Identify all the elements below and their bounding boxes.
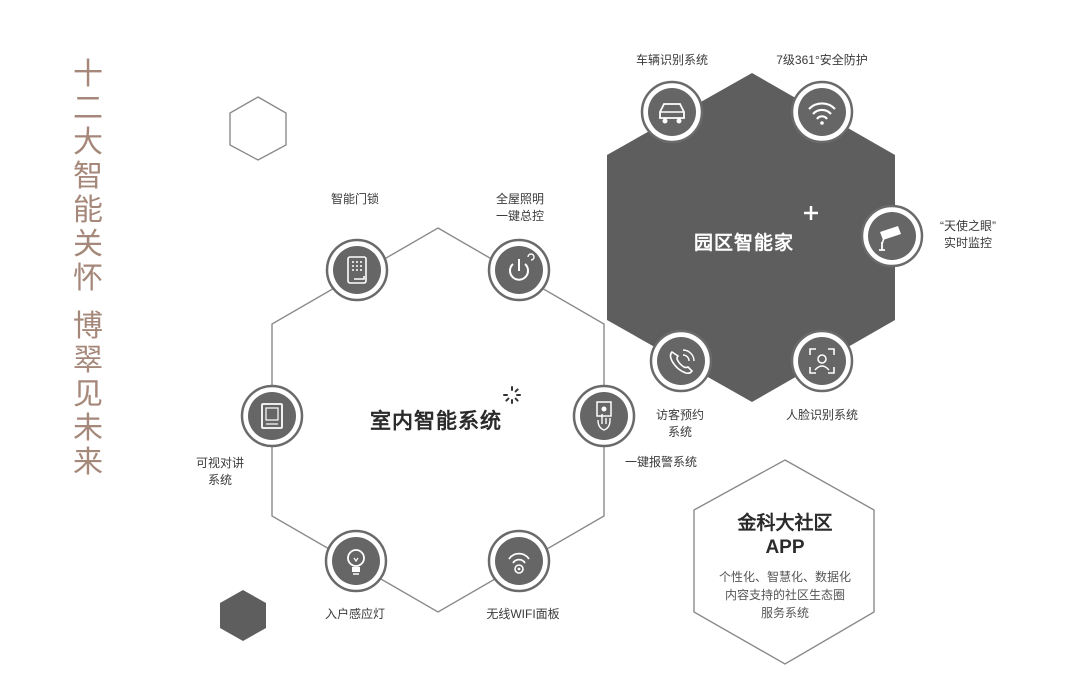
lightbulb-icon[interactable] — [324, 529, 388, 593]
app-title-line1: 金科大社区 — [737, 513, 833, 534]
keypad-lock-icon[interactable] — [325, 238, 389, 302]
label-angel-eye-line1: “天使之眼” — [940, 219, 996, 233]
label-entry-light: 入户感应灯 — [324, 607, 385, 621]
label-angel-eye-line2: 实时监控 — [943, 236, 992, 250]
wifi-panel-icon[interactable] — [487, 529, 551, 593]
app-description: 个性化、智慧化、数据化 内容支持的社区生态圈 服务系统 — [705, 568, 865, 622]
decor-hex-outline — [229, 96, 287, 161]
decor-hex-solid — [220, 590, 266, 641]
app-title: 金科大社区 APP — [705, 512, 865, 560]
label-video-intercom-line2: 系统 — [207, 473, 232, 487]
indoor-system-title: 室内智能系统 — [370, 410, 502, 433]
plus-icon — [804, 206, 818, 220]
cctv-camera-icon[interactable] — [860, 204, 924, 268]
face-scan-icon[interactable] — [790, 329, 854, 393]
label-vehicle-recognition: 车辆识别系统 — [635, 53, 708, 67]
label-visitor-booking: 访客预约 系统 — [640, 407, 720, 441]
app-desc-line1: 个性化、智慧化、数据化 — [718, 570, 851, 584]
label-visitor-booking-line2: 系统 — [667, 425, 692, 439]
car-icon[interactable] — [640, 80, 704, 144]
app-hexagon — [693, 459, 875, 665]
hand-press-icon[interactable] — [572, 384, 636, 448]
side-title-line2: 博翠见未来 — [73, 309, 103, 480]
app-title-line2: APP — [765, 537, 805, 558]
side-title-line1: 十二大智能关怀 — [73, 57, 103, 296]
label-lighting-line1: 全屋照明 — [495, 192, 544, 206]
power-icon[interactable] — [487, 238, 551, 302]
label-lighting-line2: 一键总控 — [495, 209, 544, 223]
indoor-hexagon — [271, 227, 605, 613]
label-wifi-panel: 无线WIFI面板 — [486, 607, 560, 621]
label-smart-lock: 智能门锁 — [330, 192, 379, 206]
label-security: 7级361°安全防护 — [776, 53, 868, 67]
phone-call-icon[interactable] — [649, 329, 713, 393]
intercom-screen-icon[interactable] — [240, 384, 304, 448]
label-lighting: 全屋照明 一键总控 — [470, 191, 570, 225]
park-hexagon — [607, 73, 895, 402]
side-title: 十二大智能关怀 博翠见未来 — [68, 58, 108, 480]
app-desc-line3: 服务系统 — [760, 606, 809, 620]
loading-spinner-icon — [503, 386, 521, 404]
park-system-title: 园区智能家 — [694, 233, 795, 254]
label-video-intercom: 可视对讲 系统 — [190, 455, 250, 489]
app-desc-line2: 内容支持的社区生态圈 — [724, 588, 845, 602]
label-emergency-alarm: 一键报警系统 — [625, 455, 698, 469]
label-face-recognition: 人脸识别系统 — [785, 408, 858, 422]
label-angel-eye: “天使之眼” 实时监控 — [923, 218, 1013, 252]
label-video-intercom-line1: 可视对讲 — [195, 456, 244, 470]
label-visitor-booking-line1: 访客预约 — [655, 408, 704, 422]
wifi-signal-icon[interactable] — [790, 80, 854, 144]
